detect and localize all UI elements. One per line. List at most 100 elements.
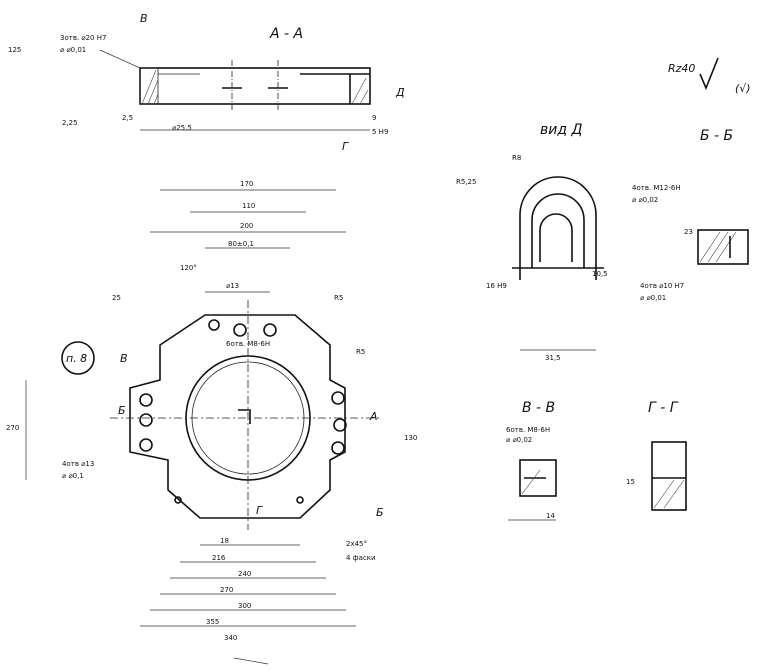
section-bb: Б - Б 4отв. M12-6H ⌀ ⌀0,02 23 4отв ⌀10 H… [632,128,749,302]
hole-right-1 [331,391,345,405]
vv-block [519,459,557,497]
note-4-d10: 4отв ⌀10 H7 [640,282,684,290]
bb-hatch-3 [715,231,737,263]
roughness-symbol-icon [699,57,719,91]
dim-200: 200 [240,222,253,230]
hole-left-3 [139,438,153,452]
bb-hatch-1 [699,231,721,263]
hole-bottom-1 [174,496,182,504]
gg-hatch-1 [653,479,675,509]
hole-right-3 [331,441,345,455]
label-b-left: Б [118,404,126,417]
hole-left-1 [139,393,153,407]
aa-hatch-1 [141,69,157,105]
view-d-inner [531,193,585,268]
note-4-m12-tol: ⌀ ⌀0,02 [632,196,658,204]
dim-d13: ⌀13 [226,282,239,290]
note-chamfers: 4 фаски [346,554,376,562]
dim-110: 110 [242,202,255,210]
dim-r8: R8 [512,154,521,162]
label-v-left: В [120,352,128,365]
bottom-arrow [233,657,269,665]
gg-block [651,441,687,511]
note-6-m8-vv-tol: ⌀ ⌀0,02 [506,436,532,444]
note-n8-circle [61,341,95,375]
leader-3-holes [99,49,141,69]
section-aa-title: А - А [269,26,303,42]
dim-15: 15 [626,478,635,486]
dim-130-right: 130 [404,434,417,442]
dim-23: 23 [684,228,693,236]
bb-hatch-2 [707,231,729,263]
dim-120deg: 120° [180,264,197,272]
note-3-holes-tol: ⌀ ⌀0,01 [60,46,86,54]
center-mark [238,409,251,424]
dim-240: 240 [238,570,251,578]
dim-25-left: 25 [112,294,121,302]
note-4-d13: 4отв ⌀13 [62,460,94,468]
section-gg: Г - Г 15 [626,400,687,511]
note-6-m8: 6отв. M8-6H [226,340,270,348]
dim-315: 31,5 [545,354,561,362]
dim-270b: 270 [220,586,233,594]
hole-right-2 [333,418,347,432]
dim-r5-top: R5 [334,294,343,302]
dim-14: 14 [546,512,555,520]
section-vv: В - В 6отв. M8-6H ⌀ ⌀0,02 14 [506,400,557,521]
hole-left-2 [139,413,153,427]
label-v-top: В [140,12,148,25]
dim-16h9: 16 H9 [486,282,507,290]
aa-hatch-5 [359,89,369,105]
section-aa-view: А - А 3отв. ⌀20 H7 ⌀ ⌀0,01 125 2,25 2,5 … [8,12,405,153]
dim-355: 355 [206,618,219,626]
main-plan-view: 170 110 200 80±0,1 120° ⌀13 R5 R5 6отв. … [6,180,417,665]
dim-r5-right: R5 [356,348,365,356]
view-d: вид Д R5,25 R8 10,5 16 H9 31,5 [456,122,608,362]
roughness-block: Rz40 (√) [668,57,751,95]
dim-80: 80±0,1 [228,240,254,248]
hole-top-1 [208,319,220,331]
label-b-bottom: Б [376,506,384,519]
note-4-d13-tol: ⌀ ⌀0,1 [62,472,84,480]
dim-left-125: 125 [8,46,21,54]
view-d-outer [519,176,597,280]
dim-340: 340 [224,634,237,642]
vv-hatch-1 [521,469,541,495]
aa-bore-left [139,67,159,105]
view-d-slot [539,213,573,262]
dim-9: 9 [372,114,376,122]
section-bb-title: Б - Б [700,128,733,144]
dim-300: 300 [238,602,251,610]
note-n8: п. 8 [66,352,87,365]
roughness-general: Rz40 [668,62,695,75]
roughness-check: (√) [735,82,751,95]
dim-255: ⌀25,5 [172,124,192,132]
note-4-d10-tol: ⌀ ⌀0,01 [640,294,666,302]
gg-hatch-2 [663,479,685,509]
dim-18: 18 [220,537,229,545]
dim-216: 216 [212,554,226,562]
aa-hatch-3 [153,93,159,105]
dim-r525: R5,25 [456,178,476,186]
note-3-holes: 3отв. ⌀20 H7 [60,34,106,42]
section-vv-title: В - В [522,400,555,416]
note-6-m8-vv: 6отв. M8-6H [506,426,550,434]
plate-outline [129,314,346,519]
section-gg-title: Г - Г [648,400,679,416]
label-g-top: Г [342,140,349,153]
label-d-arrow: Д [395,86,405,99]
hole-top-3 [263,323,277,337]
dim-270-left: 270 [6,424,19,432]
hole-bottom-2 [296,496,304,504]
note-4-m12: 4отв. M12-6H [632,184,681,192]
aa-hatch-2 [147,79,159,105]
aa-hatch-4 [351,77,367,105]
dim-170: 170 [240,180,253,188]
hole-top-2 [233,323,247,337]
dim-225: 2,25 [62,119,78,127]
dim-25: 2,5 [122,114,133,122]
dim-105: 10,5 [592,270,608,278]
label-g-bottom: Г [256,504,263,517]
bb-block [697,229,749,265]
